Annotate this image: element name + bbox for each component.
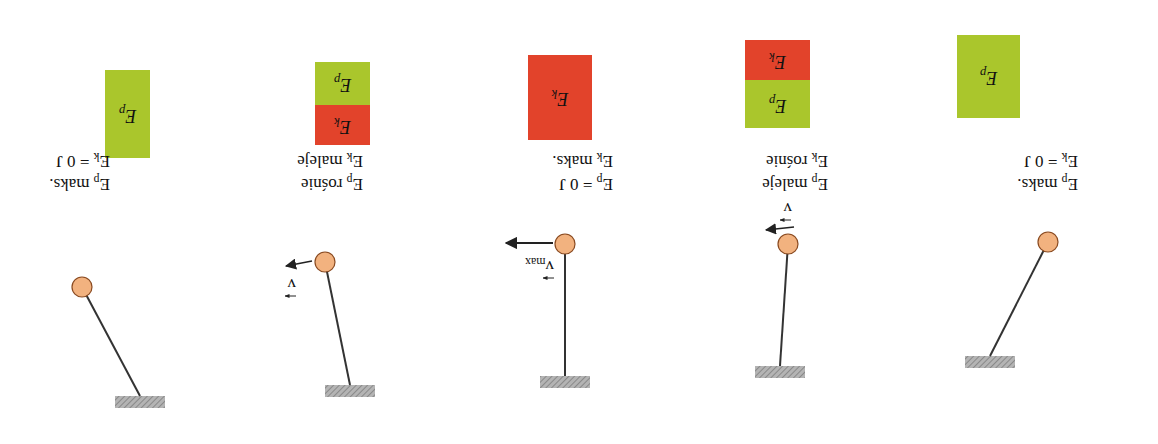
velocity-arrow	[506, 242, 553, 244]
pendulum-bob	[72, 277, 92, 297]
energy-symbol: Ek	[334, 113, 351, 136]
energy-bar-segment: Ep	[105, 70, 150, 158]
energy-symbol: Ek	[769, 48, 786, 71]
energy-bar-segment: Ep	[745, 80, 810, 128]
energy-label: Ek rośnie	[766, 147, 828, 171]
energy-label: Ep maks.	[49, 170, 110, 194]
pendulum-rod	[990, 242, 1048, 356]
pendulum-stand	[115, 396, 165, 408]
energy-label: Ek maks.	[552, 147, 613, 171]
pendulum-rod	[325, 262, 350, 385]
velocity-arrow	[766, 227, 794, 230]
pendulum-bob	[555, 234, 575, 254]
energy-symbol: Ep	[119, 102, 136, 125]
pendulum-stand	[965, 356, 1015, 368]
pendulum-bob	[1038, 232, 1058, 252]
energy-bar-segment: Ek	[528, 55, 592, 140]
energy-label: Ep maks.	[1017, 170, 1078, 194]
energy-label: Ep maleje	[762, 170, 828, 194]
velocity-label: v	[784, 198, 793, 218]
energy-bar-segment: Ek	[315, 105, 370, 145]
pendulum-rod	[82, 287, 140, 396]
pendulum-stand	[755, 366, 805, 378]
pendulum-bob	[778, 234, 798, 254]
energy-label: Ek maleje	[297, 147, 363, 171]
vector-sign	[543, 278, 554, 279]
pendulum-rod	[780, 244, 788, 366]
energy-label: Ek = 0 J	[56, 147, 110, 171]
energy-symbol: Ek	[552, 86, 569, 109]
energy-bar-segment: Ep	[957, 35, 1020, 118]
velocity-label: v	[288, 274, 297, 294]
velocity-arrow	[286, 261, 312, 266]
pendulum-stand	[540, 376, 590, 388]
energy-label: Ep = 0 J	[559, 170, 613, 194]
energy-label: Ep rośnie	[301, 170, 363, 194]
energy-symbol: Ep	[980, 65, 997, 88]
energy-symbol: Ep	[334, 72, 351, 95]
energy-bar-segment: Ep	[315, 62, 370, 105]
energy-bar-segment: Ek	[745, 40, 810, 80]
pendulum-bob	[315, 252, 335, 272]
energy-label: Ek = 0 J	[1024, 147, 1078, 171]
energy-symbol: Ep	[769, 92, 786, 115]
vector-sign	[780, 220, 791, 221]
velocity-label: vmax	[525, 252, 554, 276]
pendulum-rod	[564, 254, 566, 376]
pendulum-stand	[325, 385, 375, 397]
vector-sign	[285, 296, 296, 297]
